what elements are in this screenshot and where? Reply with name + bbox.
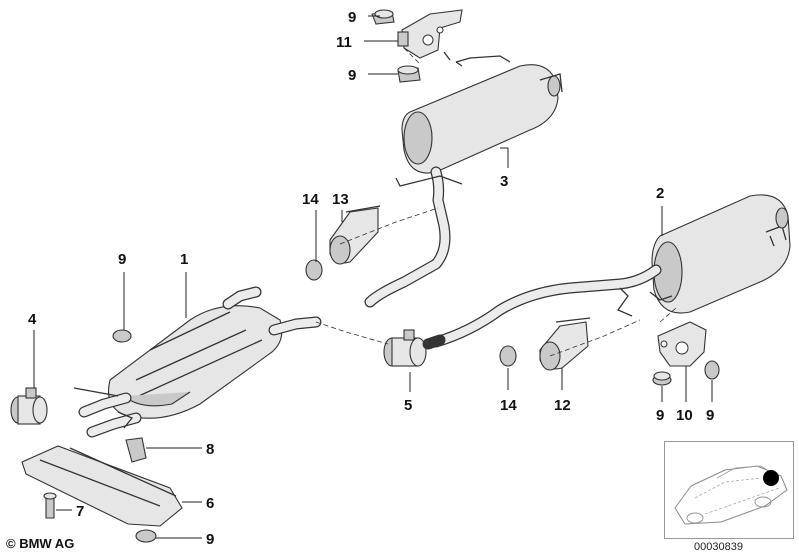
callout-2: 2 <box>656 185 664 202</box>
bolt-7 <box>43 492 57 519</box>
callout-7: 7 <box>76 503 84 520</box>
pipe-sleeve-13 <box>329 205 381 265</box>
rear-muffler-3 <box>401 55 563 174</box>
vehicle-locator-thumbnail <box>664 441 794 539</box>
copyright-text: © BMW AG <box>6 536 75 551</box>
hanger-bracket-right <box>657 321 707 367</box>
callout-9-top-upper: 9 <box>348 9 356 26</box>
callout-14-mid: 14 <box>500 397 517 414</box>
callout-14-left: 14 <box>302 191 319 208</box>
callout-11: 11 <box>336 34 352 51</box>
rubber-mount-9-right-a <box>652 371 672 386</box>
callout-9-left: 9 <box>118 251 126 268</box>
rubber-mount-9-right-b <box>704 360 720 380</box>
rubber-mount-9-bottom <box>135 529 157 543</box>
rubber-mount-9-left-upper <box>112 329 132 343</box>
callout-9-bottom: 9 <box>206 531 214 548</box>
callout-10: 10 <box>676 407 693 424</box>
heat-shield-6 <box>21 445 183 527</box>
callout-12: 12 <box>554 397 571 414</box>
rubber-bung-14-mid <box>499 345 517 367</box>
callout-3: 3 <box>500 173 508 190</box>
callout-5: 5 <box>404 397 412 414</box>
front-silencer-1 <box>107 305 283 419</box>
location-marker-icon <box>763 470 779 486</box>
callout-1: 1 <box>180 251 188 268</box>
callout-9-top-lower: 9 <box>348 67 356 84</box>
rubber-bung-14-left <box>305 259 323 281</box>
diagram-number: 00030839 <box>694 541 743 553</box>
rubber-mount-9-top-upper <box>371 9 395 25</box>
callout-9-right-b: 9 <box>706 407 714 424</box>
bracket-8 <box>125 437 147 463</box>
hanger-bracket-top <box>397 9 463 67</box>
rear-muffler-2 <box>651 194 791 314</box>
callout-6: 6 <box>206 495 214 512</box>
callout-13: 13 <box>332 191 349 208</box>
callout-4: 4 <box>28 311 37 328</box>
pipe-clamp-5 <box>383 329 427 367</box>
callout-9-right-a: 9 <box>656 407 664 424</box>
pipe-clamp-4 <box>10 387 48 425</box>
rubber-mount-9-top-lower <box>397 65 421 83</box>
car-outline-icon <box>674 465 788 525</box>
callout-8: 8 <box>206 441 214 458</box>
